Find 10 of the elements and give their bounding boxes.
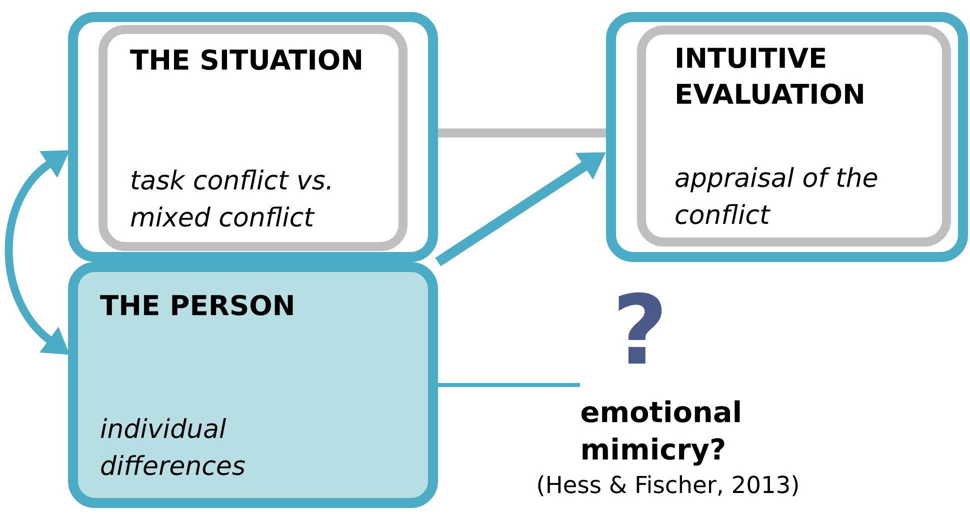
citation: (Hess & Fischer, 2013) <box>538 475 798 496</box>
connector-line <box>438 383 580 387</box>
frame-box <box>606 12 968 262</box>
person-box: THE PERSON individual differences <box>68 262 438 508</box>
situation-box: THE SITUATION task conflict vs. mixed conflict <box>98 25 408 251</box>
question-text: emotional mimicry? <box>582 400 740 466</box>
connector-line <box>438 128 606 138</box>
question-mark: ? <box>618 292 662 364</box>
frame-box <box>68 12 438 262</box>
evaluation-box: INTUITIVE EVALUATION appraisal of the conflict <box>637 26 951 246</box>
